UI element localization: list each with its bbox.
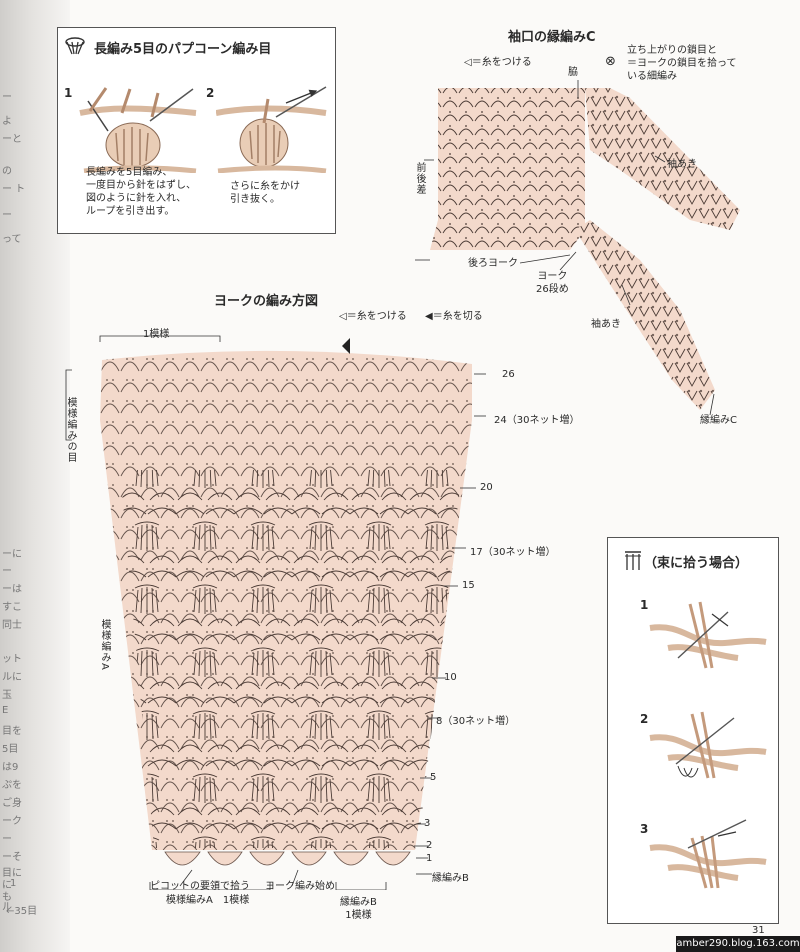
left-margin-text: ー よ ーと の ー ト ー って ーに ー ーは すこ 同士 ット ルに 玉 … xyxy=(2,92,38,917)
cuff-yoke-row-label: ヨーク 26段め xyxy=(536,271,569,295)
row-label-26: 26 xyxy=(502,369,515,380)
row-label-5: 5 xyxy=(430,772,437,783)
cuff-note-symbol: ⊗ xyxy=(605,54,616,69)
row-label-15: 15 xyxy=(462,580,475,591)
cuff-front-diff-label: 前後差 xyxy=(414,162,425,195)
cuff-edge-c-label: 縁編みC xyxy=(700,415,737,426)
row-label-10: 10 xyxy=(444,672,457,683)
cuff-edging-chart xyxy=(415,80,740,416)
yoke-left-side-label: 模様編みの目 xyxy=(65,397,76,463)
bottom-picot-label: ピコットの要領で拾う xyxy=(150,881,250,892)
cuff-legend-attach: ◁＝糸をつける xyxy=(464,57,532,68)
cuff-side-label: 脇 xyxy=(568,67,578,78)
row-label-2: 2 xyxy=(426,840,433,851)
footer-url: amber290.blog.163.com xyxy=(676,936,800,952)
bunch-step1-illustration xyxy=(649,601,767,669)
popcorn-step1-text: 長編みを5目編み、 一度目から針をはずし、 図のように針を入れ、 ループを引き出… xyxy=(86,167,196,217)
yoke-pattern-a-label: 模様編みA xyxy=(99,619,110,671)
cuff-note: 立ち上がりの鎖目と ＝ヨークの鎖目を拾って いる細編み xyxy=(627,45,737,82)
edge-b-label: 縁編みB xyxy=(432,873,469,884)
row-label-24: 24（30ネット増） xyxy=(494,415,580,426)
bottom-edge-b-repeat: 縁編みB 1模様 xyxy=(340,897,377,921)
bottom-yoke-start: ヨーク編み始め xyxy=(265,881,335,892)
bunch-step3-illustration xyxy=(649,819,767,889)
bunch-step2-number: 2 xyxy=(640,712,649,726)
popcorn-step2-text: さらに糸をかけ 引き抜く。 xyxy=(230,181,300,205)
row-label-17: 17（30ネット増） xyxy=(470,547,556,558)
popcorn-stitch-box: 長編み5目のパプコーン編み目 1 長編みを5目編み、 一度目から針をはずし、 図… xyxy=(57,27,336,234)
popcorn-step1-number: 1 xyxy=(64,86,73,100)
popcorn-step2-illustration xyxy=(216,86,327,173)
cuff-title: 袖口の縁編みC xyxy=(508,30,596,45)
cuff-sleeve-open-label-1: 袖あき xyxy=(667,159,697,170)
bunch-symbol-icon xyxy=(625,551,641,570)
row-label-1: 1 xyxy=(426,853,433,864)
page-number: 31 xyxy=(752,925,765,936)
popcorn-step2-number: 2 xyxy=(206,86,215,100)
row-label-8: 8（30ネット増） xyxy=(436,716,516,727)
row-label-20: 20 xyxy=(480,482,493,493)
bottom-pattern-a-repeat: 模様編みA 1模様 xyxy=(166,895,250,906)
row-label-3: 3 xyxy=(424,818,431,829)
popcorn-step1-illustration xyxy=(79,87,197,173)
cuff-back-yoke-label: 後ろヨーク xyxy=(468,258,518,269)
yoke-repeat-label: 1模様 xyxy=(143,329,170,340)
popcorn-symbol-icon xyxy=(65,37,85,55)
yoke-title: ヨークの編み方図 xyxy=(214,294,319,309)
bunch-pickup-box: （束に拾う場合） 1 2 3 xyxy=(607,537,779,924)
bunch-step2-illustration xyxy=(649,711,767,779)
bunch-step3-number: 3 xyxy=(640,822,649,836)
yoke-legend-attach: ◁＝糸をつける xyxy=(339,311,407,322)
yoke-chart xyxy=(65,335,486,890)
popcorn-title: 長編み5目のパプコーン編み目 xyxy=(94,42,272,57)
yoke-legend-cut: ◀＝糸を切る xyxy=(425,311,483,322)
bunch-step1-number: 1 xyxy=(640,598,649,612)
cuff-sleeve-open-label-2: 袖あき xyxy=(591,319,621,330)
bunch-title: （束に拾う場合） xyxy=(644,556,749,571)
